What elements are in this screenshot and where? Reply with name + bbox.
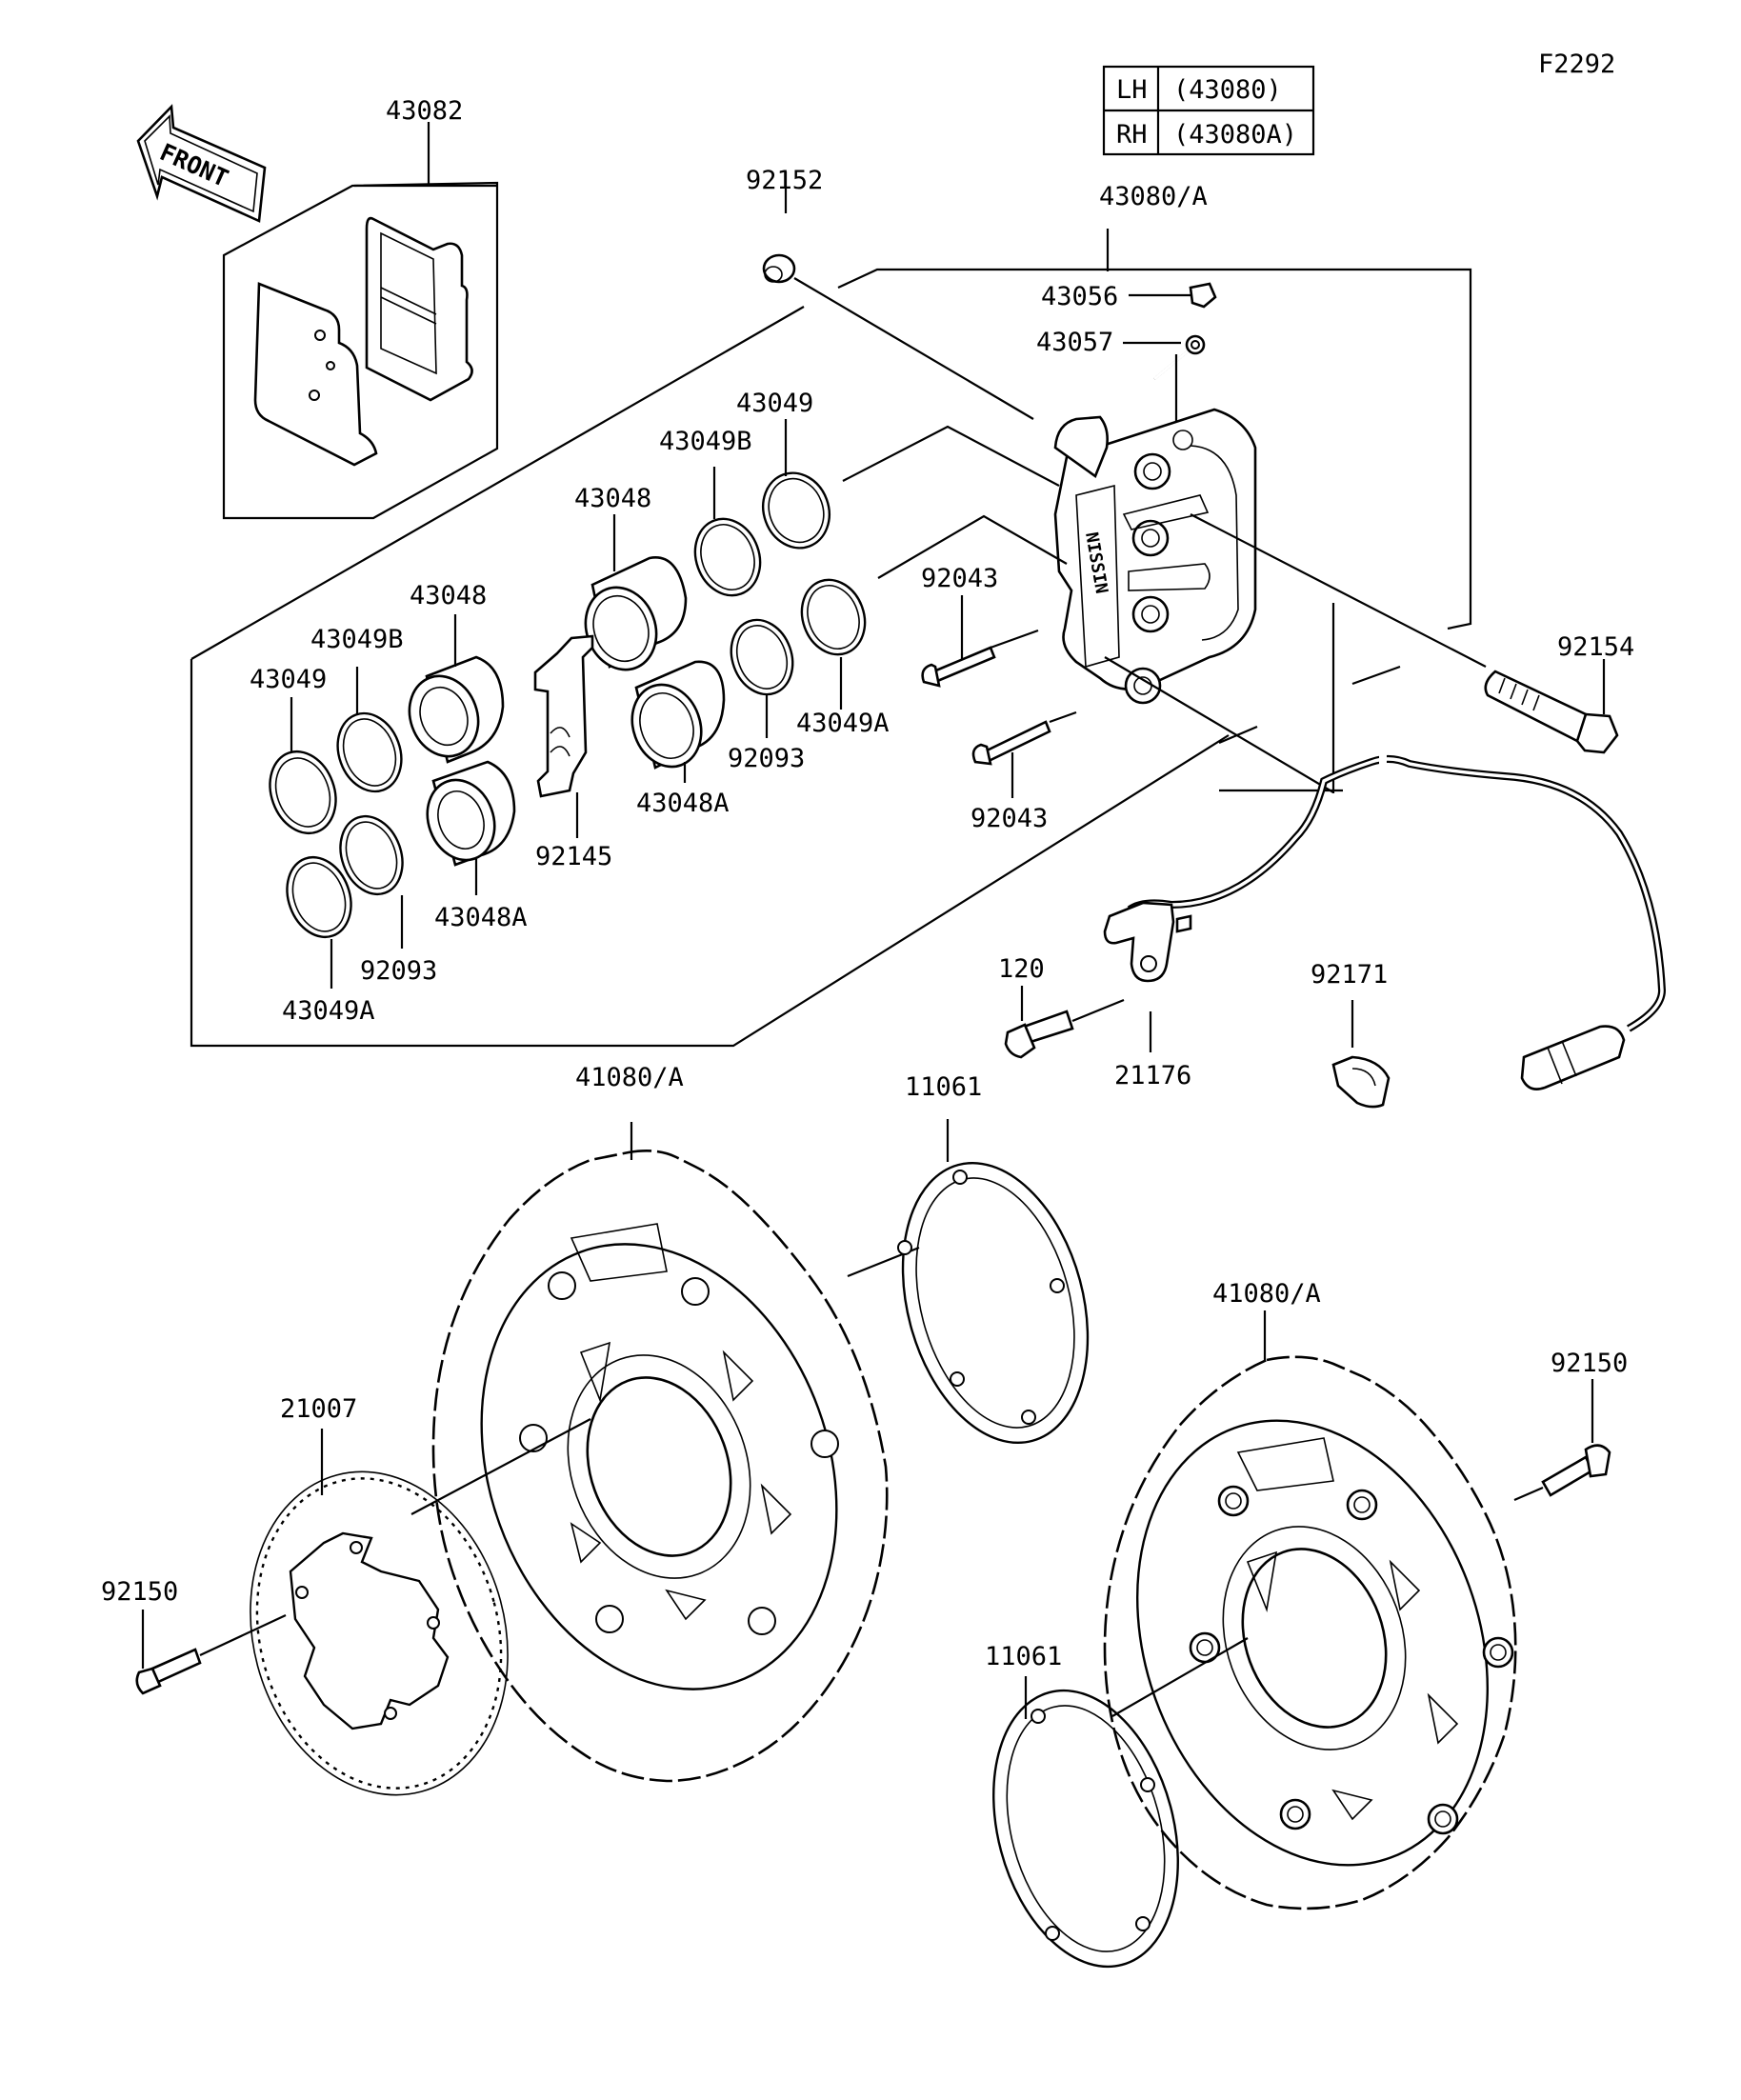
spacer-11061-upper xyxy=(897,1119,1090,1445)
bolt-120 xyxy=(1004,986,1125,1059)
figure-code: F2292 xyxy=(1538,50,1615,79)
label-92150-left: 92150 xyxy=(101,1577,178,1607)
label-41080-a-right: 41080/A xyxy=(1212,1279,1321,1309)
label-92043-lower: 92043 xyxy=(971,804,1048,833)
pistons-lower xyxy=(408,614,516,895)
label-92154: 92154 xyxy=(1557,632,1634,662)
label-43049a-upper: 43049A xyxy=(796,709,890,738)
clamp-92171 xyxy=(1331,1000,1391,1109)
label-11061-lower: 11061 xyxy=(985,1642,1062,1671)
label-21007: 21007 xyxy=(280,1394,357,1424)
caliper-frame-lines xyxy=(190,229,1472,1048)
label-92093-upper: 92093 xyxy=(728,744,805,773)
label-92093-lower: 92093 xyxy=(360,956,437,986)
label-11061-upper: 11061 xyxy=(905,1072,982,1102)
brake-disc-right xyxy=(1103,1310,1517,1910)
spacer-11061-lower xyxy=(992,1676,1179,1969)
label-92145: 92145 xyxy=(535,842,612,871)
pistons-upper xyxy=(584,514,726,783)
front-arrow-icon: FRONT xyxy=(136,104,267,223)
label-92150-right: 92150 xyxy=(1551,1349,1628,1378)
pad-spring xyxy=(533,634,594,838)
label-43080-a: 43080/A xyxy=(1099,182,1208,211)
label-43049b-upper: 43049B xyxy=(659,427,752,456)
label-92171: 92171 xyxy=(1311,960,1388,990)
pad-pin-clip xyxy=(1123,334,1206,421)
label-43049a-lower: 43049A xyxy=(282,996,375,1026)
label-41080-a-left: 41080/A xyxy=(575,1063,684,1092)
label-43082: 43082 xyxy=(386,96,463,126)
bolt-92150-right xyxy=(1513,1379,1611,1502)
label-43048a-lower: 43048A xyxy=(434,903,528,932)
brake-pads xyxy=(222,122,499,520)
abs-rotor-21007 xyxy=(250,1429,509,1796)
table-rh-side: RH xyxy=(1116,120,1148,150)
table-lh-side: LH xyxy=(1116,75,1148,105)
label-43049-lower: 43049 xyxy=(250,665,327,694)
bolt-92043-lower xyxy=(971,710,1077,798)
label-92043-upper: 92043 xyxy=(921,564,998,593)
label-43048a-upper: 43048A xyxy=(636,789,730,818)
lh-rh-table: LH (43080) RH (43080A) xyxy=(1102,65,1315,156)
label-43056: 43056 xyxy=(1041,282,1118,311)
caliper-leaders xyxy=(842,425,1487,793)
seals-upper xyxy=(693,419,867,738)
abs-sensor xyxy=(1103,750,1667,1090)
disc-right-bolt-holes xyxy=(1189,1485,1514,1835)
label-120: 120 xyxy=(998,954,1045,984)
bolt-92154 xyxy=(1484,659,1619,754)
label-43048-upper: 43048 xyxy=(574,484,651,513)
label-43049-upper: 43049 xyxy=(736,389,813,418)
bolt-92150-left xyxy=(135,1610,287,1695)
caliper-body: NISSIN xyxy=(1053,408,1257,705)
label-43048-lower: 43048 xyxy=(410,581,487,610)
table-rh-part: (43080A) xyxy=(1173,120,1297,150)
label-92152: 92152 xyxy=(746,166,823,195)
bleed-cap xyxy=(762,171,1034,420)
label-21176: 21176 xyxy=(1114,1061,1191,1090)
label-43049b-lower: 43049B xyxy=(310,625,404,654)
seals-lower xyxy=(269,667,404,989)
disc-left-bolt-holes xyxy=(519,1271,839,1635)
label-43057: 43057 xyxy=(1036,328,1113,357)
bleeder-valve xyxy=(1129,282,1217,309)
bolt-92043-upper xyxy=(921,595,1039,688)
table-lh-part: (43080) xyxy=(1173,75,1282,105)
brake-disc-left xyxy=(410,1122,920,1783)
